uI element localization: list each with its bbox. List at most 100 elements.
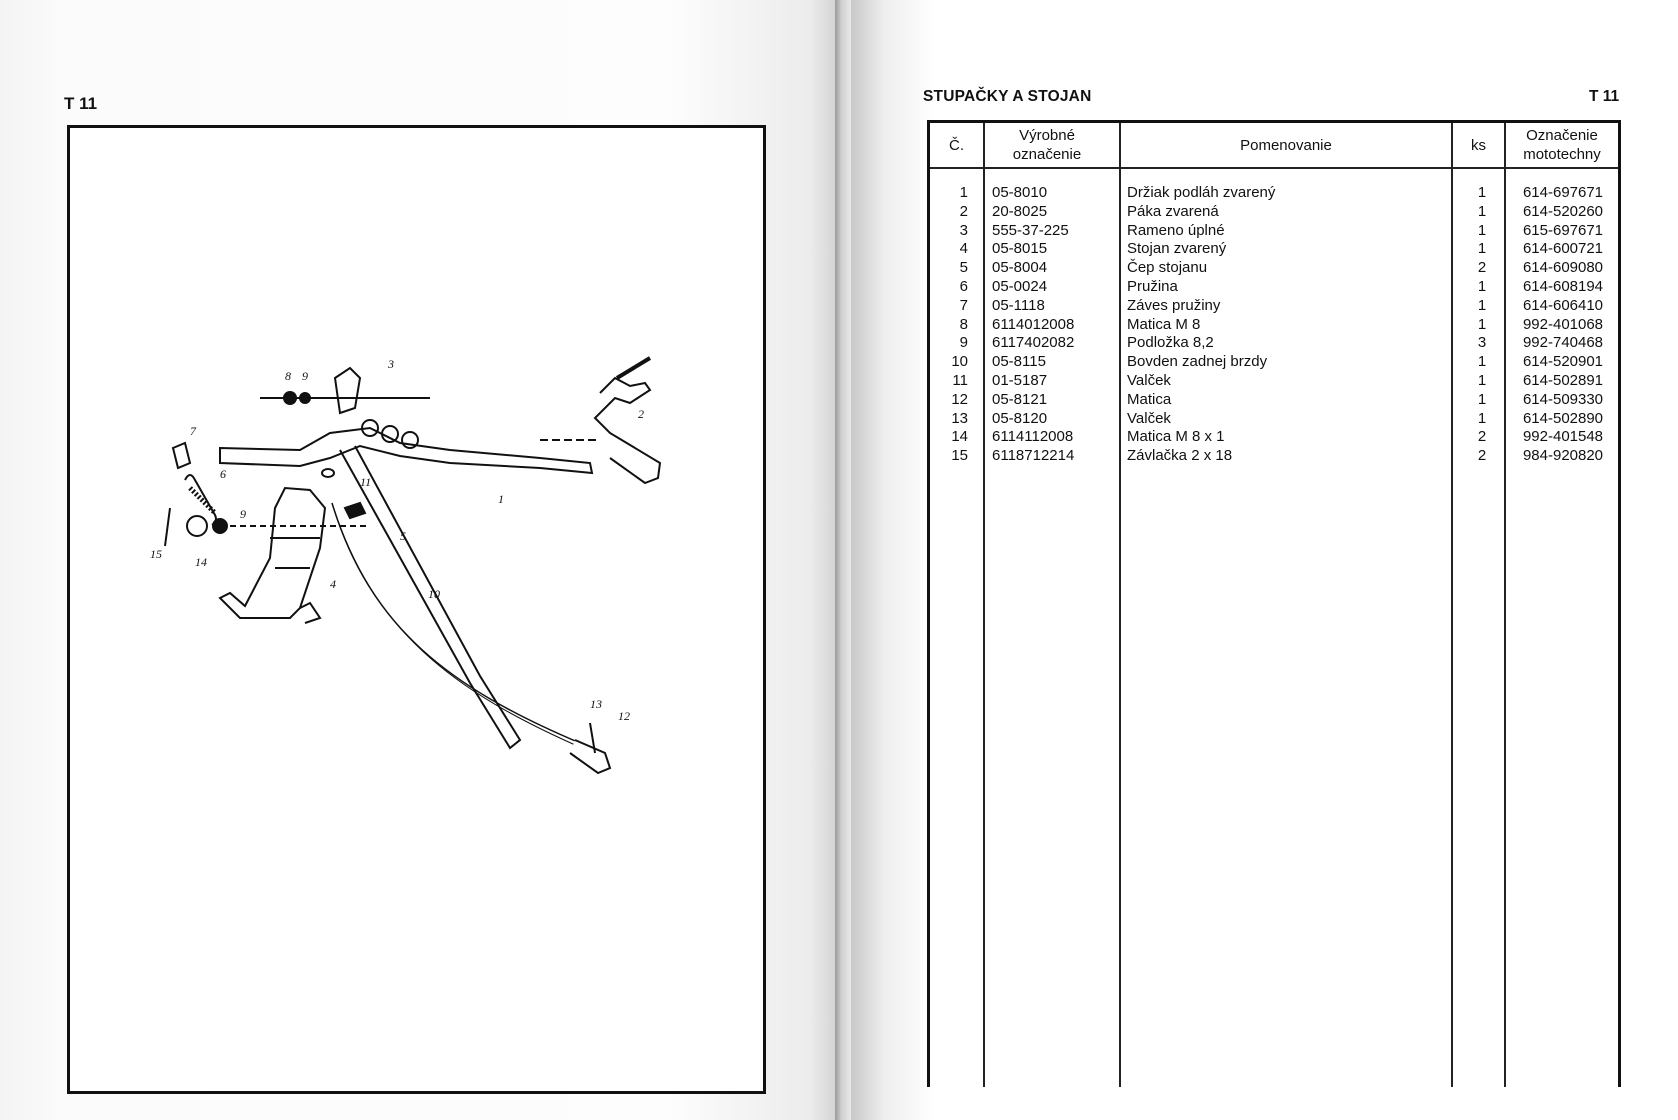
cell-name: Páka zvarená bbox=[1127, 202, 1219, 220]
callout-9a: 9 bbox=[302, 369, 308, 383]
header-divider bbox=[930, 167, 1618, 169]
cell-ks: 3 bbox=[1477, 334, 1487, 352]
cell-name: Matica bbox=[1127, 390, 1172, 408]
cell-ks: 1 bbox=[1477, 278, 1487, 295]
cell-moto: 614-600721 bbox=[1522, 240, 1604, 258]
table-row: 13 05-8120 Valček 1 614-502890 bbox=[930, 409, 1618, 428]
table-row: 5 05-8004 Čep stojanu 2 614-609080 bbox=[930, 258, 1618, 277]
cell-ks: 1 bbox=[1477, 221, 1487, 239]
cell-no: 11 bbox=[952, 372, 968, 389]
page-title: STUPAČKY A STOJAN bbox=[923, 88, 1092, 105]
cell-ks: 1 bbox=[1477, 372, 1487, 389]
cell-name: Rameno úplné bbox=[1127, 221, 1225, 239]
cell-moto: 614-697671 bbox=[1522, 184, 1604, 201]
cell-no: 2 bbox=[959, 202, 968, 220]
callout-labels: 1 2 3 4 5 6 7 8 9 9 10 11 12 13 14 15 bbox=[150, 357, 644, 723]
callout-9b: 9 bbox=[240, 507, 246, 521]
cell-code: 05-8015 bbox=[992, 240, 1048, 258]
header-code: Výrobné označenie bbox=[1012, 127, 1082, 163]
callout-3: 3 bbox=[387, 357, 394, 371]
cell-code: 05-0024 bbox=[992, 278, 1048, 295]
cell-ks: 1 bbox=[1477, 353, 1487, 371]
cell-moto: 614-609080 bbox=[1522, 259, 1604, 277]
cell-name: Pružina bbox=[1127, 278, 1178, 295]
cell-ks: 1 bbox=[1477, 240, 1487, 258]
callout-13: 13 bbox=[590, 697, 602, 711]
column-divider bbox=[983, 123, 985, 1087]
cell-no: 3 bbox=[959, 221, 968, 239]
callout-12: 12 bbox=[618, 709, 630, 723]
cell-no: 15 bbox=[951, 447, 968, 465]
cell-no: 5 bbox=[959, 259, 968, 277]
cell-code: 05-8121 bbox=[992, 390, 1048, 408]
cell-no: 13 bbox=[951, 409, 968, 427]
diagram-drawing: 1 2 3 4 5 6 7 8 9 9 10 11 12 13 14 15 bbox=[150, 356, 662, 775]
callout-11: 11 bbox=[360, 475, 371, 489]
cell-ks: 1 bbox=[1477, 409, 1487, 427]
cell-moto: 614-509330 bbox=[1522, 390, 1604, 408]
callout-5: 5 bbox=[400, 529, 406, 543]
callout-14: 14 bbox=[195, 555, 207, 569]
page-label-left: T 11 bbox=[64, 94, 98, 113]
cell-moto: 992-401548 bbox=[1522, 428, 1604, 446]
parts-table: Č. Výrobné označenie Pomenovanie ks Ozna… bbox=[927, 120, 1621, 1087]
cell-ks: 2 bbox=[1477, 259, 1487, 277]
cell-ks: 1 bbox=[1477, 296, 1487, 314]
cell-moto: 614-502890 bbox=[1522, 409, 1604, 427]
column-divider bbox=[1119, 123, 1121, 1087]
cell-moto: 992-740468 bbox=[1522, 334, 1604, 352]
cell-name: Záves pružiny bbox=[1127, 296, 1221, 314]
cell-code: 05-8004 bbox=[992, 259, 1048, 277]
header-no: Č. bbox=[949, 136, 964, 154]
cell-code: 6117402082 bbox=[992, 334, 1075, 352]
callout-8: 8 bbox=[285, 369, 291, 383]
table-row: 1 05-8010 Držiak podláh zvarený 1 614-697671 bbox=[930, 183, 1618, 202]
cell-moto: 984-920820 bbox=[1522, 447, 1604, 465]
cell-no: 10 bbox=[951, 353, 968, 371]
cell-code: 6114012008 bbox=[992, 315, 1075, 333]
cell-code: 05-8120 bbox=[992, 409, 1048, 427]
cell-name: Valček bbox=[1127, 409, 1171, 427]
cell-name: Držiak podláh zvarený bbox=[1127, 184, 1276, 201]
book-gutter bbox=[835, 0, 851, 1120]
cell-ks: 1 bbox=[1477, 390, 1487, 408]
cell-name: Matica M 8 x 1 bbox=[1127, 428, 1225, 446]
header-name: Pomenovanie bbox=[1240, 136, 1332, 154]
table-row: 4 05-8015 Stojan zvarený 1 614-600721 bbox=[930, 239, 1618, 258]
column-divider bbox=[1504, 123, 1506, 1087]
cell-no: 7 bbox=[959, 296, 968, 314]
cell-no: 4 bbox=[959, 240, 968, 258]
cell-ks: 1 bbox=[1477, 184, 1487, 201]
right-page bbox=[851, 0, 1678, 1120]
cell-ks: 1 bbox=[1477, 315, 1487, 333]
callout-15: 15 bbox=[150, 547, 162, 561]
cell-name: Podložka 8,2 bbox=[1127, 334, 1214, 352]
cell-name: Stojan zvarený bbox=[1127, 240, 1227, 258]
cell-no: 1 bbox=[959, 184, 968, 201]
callout-2: 2 bbox=[638, 407, 644, 421]
cell-moto: 614-520901 bbox=[1522, 353, 1604, 371]
cell-ks: 2 bbox=[1477, 447, 1487, 465]
cell-name: Matica M 8 bbox=[1127, 315, 1201, 333]
column-divider bbox=[1451, 123, 1453, 1087]
page-label-right: T 11 bbox=[1589, 88, 1620, 105]
cell-ks: 1 bbox=[1477, 202, 1487, 220]
cell-no: 8 bbox=[959, 315, 968, 333]
cell-code: 05-8115 bbox=[992, 353, 1046, 371]
cell-code: 05-8010 bbox=[992, 184, 1048, 201]
exploded-parts-diagram: 1 2 3 4 5 6 7 8 9 9 10 11 12 13 14 15 bbox=[67, 125, 766, 1094]
cell-no: 6 bbox=[959, 278, 968, 295]
cell-name: Závlačka 2 x 18 bbox=[1127, 447, 1233, 465]
cell-code: 01-5187 bbox=[992, 372, 1048, 389]
cell-name: Čep stojanu bbox=[1127, 259, 1208, 277]
cell-moto: 614-520260 bbox=[1522, 202, 1604, 220]
callout-4: 4 bbox=[330, 577, 336, 591]
header-moto: Označenie mototechny bbox=[1523, 127, 1601, 163]
